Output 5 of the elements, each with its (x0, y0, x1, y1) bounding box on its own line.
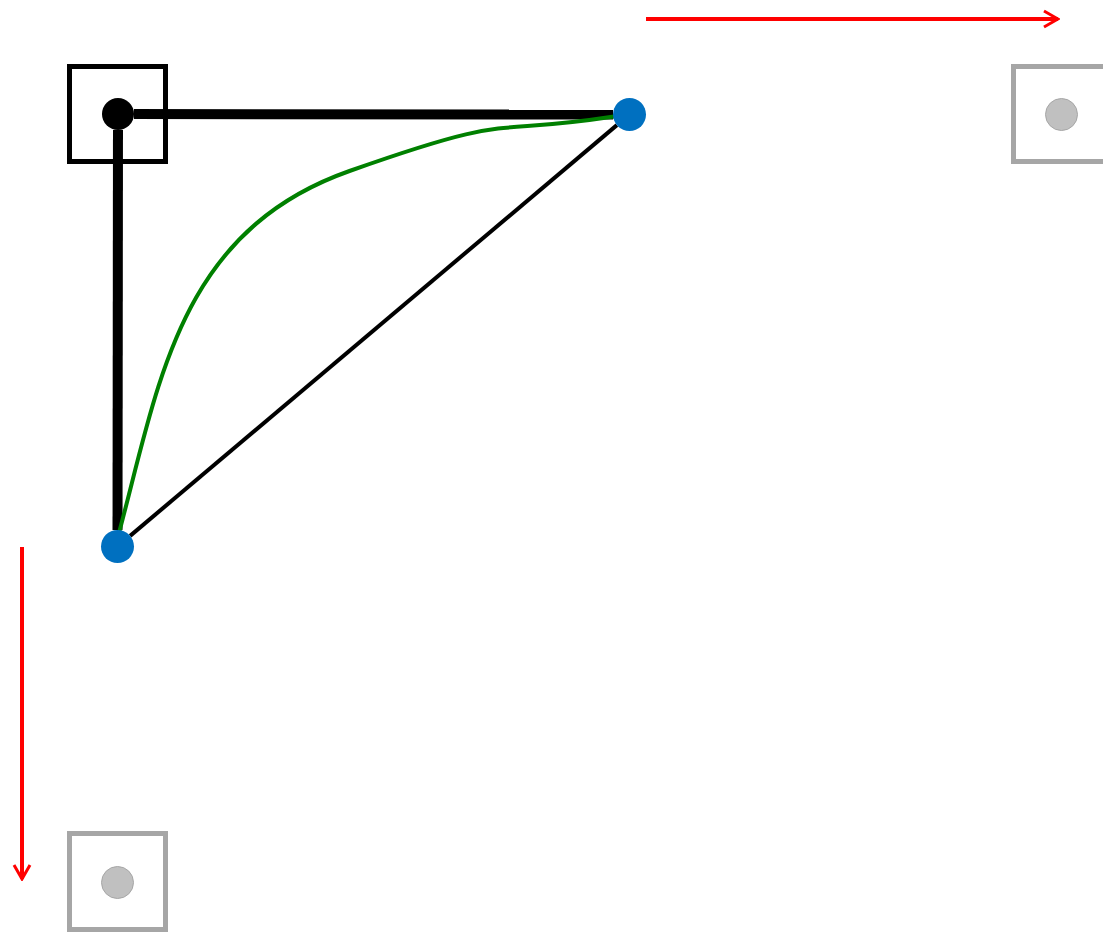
square-frame (67, 64, 168, 164)
connector-line (112, 130, 123, 530)
square-frame (67, 831, 168, 932)
square-frame (1011, 64, 1103, 164)
connector-line (134, 109, 613, 120)
